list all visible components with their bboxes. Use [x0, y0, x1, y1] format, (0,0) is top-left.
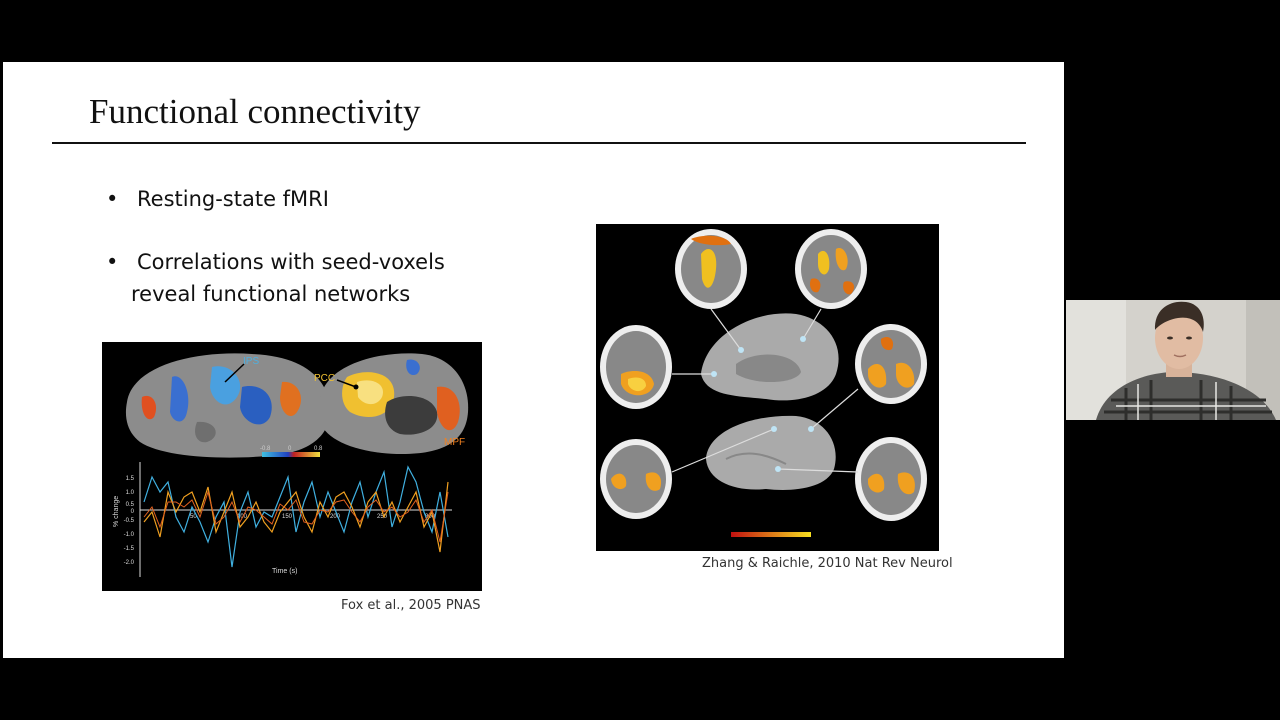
xtick-4: 200 — [330, 514, 341, 520]
timeseries-plot: 1.5 1.0 0.5 0 -0.5 -1.0 -1.5 -2.0 50 100… — [113, 462, 452, 577]
ytick-5: -0.5 — [124, 518, 135, 524]
zhang-colorbar — [731, 532, 811, 537]
brain-slice-top-left — [675, 229, 747, 309]
label-mpf: MPF — [444, 437, 465, 448]
lateral-brain-render — [706, 415, 836, 490]
bullet-marker: • — [106, 250, 119, 274]
zhang-figure-svg — [600, 229, 927, 537]
colorbar-tick-max: 0.8 — [314, 446, 323, 452]
ytick-4: 0 — [131, 509, 135, 515]
bullet-text: Resting-state fMRI — [137, 187, 329, 211]
ytick-3: 0.5 — [126, 502, 135, 508]
fox-figure-svg: IPS PCC MPF -0.8 0 — [113, 353, 469, 577]
xlabel: Time (s) — [272, 568, 297, 575]
bullet-correlations: • Correlations with seed-voxels reveal f… — [106, 246, 526, 310]
ytick-6: -1.0 — [124, 532, 135, 538]
xtick-1: 50 — [190, 514, 197, 520]
brain-slice-mid-right — [855, 324, 927, 404]
colorbar-tick-min: -0.8 — [260, 446, 271, 452]
caption-fox: Fox et al., 2005 PNAS — [341, 598, 481, 613]
bullet-text-line1: Correlations with seed-voxels — [137, 250, 445, 274]
brain-slice-bottom-left — [600, 439, 672, 519]
ytick-1: 1.5 — [126, 476, 135, 482]
bullet-marker: • — [106, 187, 119, 211]
xtick-3: 150 — [282, 514, 293, 520]
connector-lines — [671, 308, 859, 473]
lateral-brain-surface — [125, 353, 331, 458]
ytick-7: -1.5 — [124, 546, 135, 552]
medial-brain-render — [701, 313, 839, 401]
label-pcc: PCC — [314, 373, 335, 384]
brain-slice-mid-left — [600, 325, 672, 409]
ytick-8: -2.0 — [124, 560, 135, 566]
medial-brain-surface — [320, 353, 469, 454]
seed-markers — [711, 336, 814, 472]
ylabel: % change — [113, 496, 120, 527]
presenter-video-frame — [1066, 300, 1280, 420]
colorbar — [262, 452, 320, 457]
title-underline — [52, 142, 1026, 144]
bullet-text-line2: reveal functional networks — [131, 282, 411, 306]
label-ips: IPS — [243, 356, 259, 367]
brain-slice-bottom-right — [855, 437, 927, 521]
slide-title: Functional connectivity — [89, 92, 421, 131]
brain-slice-top-right — [795, 229, 867, 309]
shirt-pattern — [1104, 380, 1272, 420]
colorbar-tick-zero: 0 — [288, 446, 292, 452]
xtick-6: 300 — [425, 514, 436, 520]
webcam-video — [1066, 300, 1280, 420]
caption-zhang: Zhang & Raichle, 2010 Nat Rev Neurol — [702, 556, 953, 571]
ytick-2: 1.0 — [126, 490, 135, 496]
fox-figure: IPS PCC MPF -0.8 0 — [102, 342, 482, 591]
zhang-figure — [596, 224, 939, 551]
xtick-5: 250 — [377, 514, 388, 520]
shirt-pattern-light — [1116, 382, 1266, 420]
slide: Functional connectivity • Resting-state … — [3, 62, 1064, 658]
